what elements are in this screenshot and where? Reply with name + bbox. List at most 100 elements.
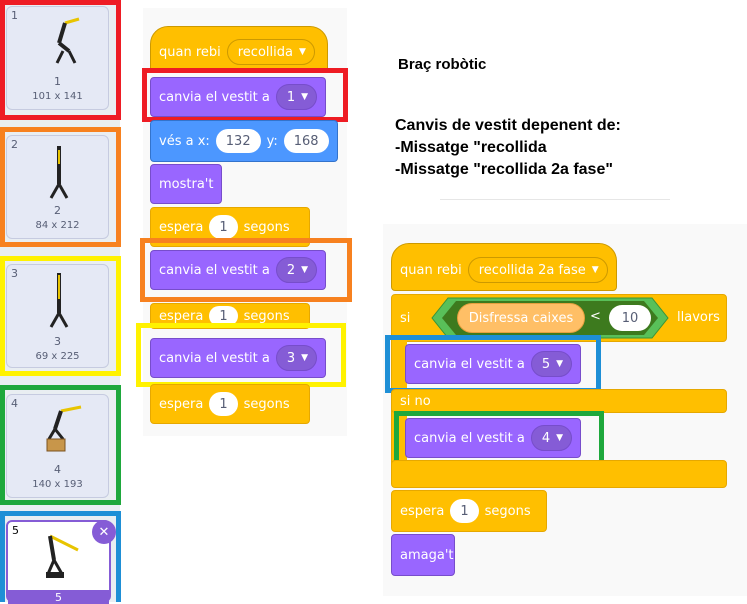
notes-line: -Missatge "recollida 2a fase": [395, 161, 613, 178]
notes-line: Canvis de vestit depenent de:: [395, 117, 621, 134]
costume-value: 2: [286, 262, 296, 278]
dropdown-arrow-icon: ▼: [298, 47, 306, 57]
divider: [440, 199, 670, 200]
switch-costume-block[interactable]: canvia el vestit a 1▼: [150, 77, 326, 117]
block-label: espera: [159, 396, 204, 412]
block-label: vés a x:: [159, 133, 210, 149]
then-label: llavors: [677, 310, 720, 325]
costume-number: 3: [11, 267, 18, 280]
costume-name: 5: [55, 591, 62, 604]
block-label: mostra't: [159, 176, 214, 192]
costume-name: 1: [54, 75, 61, 88]
if-else-end: [391, 460, 727, 488]
operator-symbol: <: [590, 309, 601, 324]
when-i-receive-hat-block[interactable]: quan rebi recollida 2a fase ▼: [391, 243, 617, 291]
sensor-label: Disfressa caixes: [468, 310, 574, 326]
block-label: espera: [159, 308, 204, 324]
dropdown-arrow-icon: ▼: [301, 92, 309, 102]
switch-costume-block[interactable]: canvia el vestit a 5▼: [405, 344, 581, 384]
costume-dropdown[interactable]: 5▼: [530, 351, 573, 377]
highlight-yellow-costume: [0, 256, 121, 376]
block-label: canvia el vestit a: [159, 350, 270, 366]
wait-input[interactable]: 1: [209, 392, 238, 416]
show-block[interactable]: mostra't: [150, 164, 222, 204]
wait-block[interactable]: espera 1 segons: [150, 384, 310, 424]
costume-item-2[interactable]: 2 2 84 x 212: [6, 135, 109, 239]
notes-title: Braç robòtic: [398, 56, 487, 73]
robot-arm-costume-thumbnail: [46, 534, 79, 578]
costume-dropdown[interactable]: 1▼: [275, 84, 318, 110]
highlight-green-costume: [0, 385, 121, 505]
trash-icon[interactable]: ✕: [92, 520, 116, 544]
costume-value: 4: [541, 430, 551, 446]
highlight-orange-costume: [0, 127, 121, 247]
dropdown-arrow-icon: ▼: [556, 433, 564, 443]
highlight-blue-costume: [0, 511, 121, 602]
message-dropdown[interactable]: recollida ▼: [226, 39, 315, 65]
message-dropdown[interactable]: recollida 2a fase ▼: [467, 257, 608, 283]
block-label: si: [400, 310, 411, 326]
block-label: canvia el vestit a: [159, 262, 270, 278]
costume-value: 5: [541, 356, 551, 372]
dropdown-arrow-icon: ▼: [301, 265, 309, 275]
robot-arm-costume-thumbnail: [49, 273, 69, 328]
switch-costume-block[interactable]: canvia el vestit a 4▼: [405, 418, 581, 458]
highlight-red-costume: [0, 0, 121, 120]
x-input[interactable]: 132: [215, 129, 261, 153]
costume-size: 101 x 141: [32, 91, 83, 102]
block-label: quan rebi: [159, 44, 221, 60]
dropdown-arrow-icon: ▼: [301, 353, 309, 363]
block-label: segons: [243, 396, 290, 412]
switch-costume-block[interactable]: canvia el vestit a 3▼: [150, 338, 326, 378]
y-input[interactable]: 168: [283, 129, 329, 153]
costume-name: 2: [54, 204, 61, 217]
highlight-red-block: [142, 68, 348, 122]
robot-arm-costume-thumbnail: [49, 146, 69, 199]
go-to-xy-block[interactable]: vés a x: 132 y: 168: [150, 120, 338, 162]
sensor-reporter[interactable]: Disfressa caixes: [457, 303, 585, 333]
else-section: si no: [391, 389, 727, 413]
costume-dropdown[interactable]: 3▼: [275, 345, 318, 371]
message-value: recollida 2a fase: [478, 262, 586, 278]
message-value: recollida: [237, 44, 293, 60]
block-label: canvia el vestit a: [414, 430, 525, 446]
block-label: espera: [159, 219, 204, 235]
dropdown-arrow-icon: ▼: [591, 265, 599, 275]
block-label: canvia el vestit a: [414, 356, 525, 372]
block-label: canvia el vestit a: [159, 89, 270, 105]
highlight-orange-block: [140, 238, 352, 302]
block-label: segons: [484, 503, 531, 519]
costume-size: 69 x 225: [35, 351, 80, 362]
costume-name-bar: [8, 590, 109, 604]
wait-input[interactable]: 1: [209, 215, 238, 239]
costume-item-3[interactable]: 3 3 69 x 225: [6, 264, 109, 368]
compare-input[interactable]: 10: [609, 305, 651, 331]
when-i-receive-hat-block[interactable]: quan rebi recollida ▼: [150, 26, 328, 72]
robot-arm-costume-thumbnail: [46, 405, 82, 452]
costume-name: 3: [54, 335, 61, 348]
block-label: quan rebi: [400, 262, 462, 278]
wait-input[interactable]: 1: [209, 306, 238, 326]
block-label: si no: [400, 393, 431, 409]
block-label: segons: [243, 219, 290, 235]
costume-size: 140 x 193: [32, 479, 83, 490]
hide-block[interactable]: amaga't: [391, 534, 455, 576]
costume-number: 2: [11, 138, 18, 151]
costume-number: 5: [12, 524, 19, 537]
block-label: amaga't: [400, 547, 454, 563]
wait-block[interactable]: espera 1 segons: [391, 490, 547, 532]
block-label: y:: [266, 133, 278, 149]
highlight-yellow-block: [136, 323, 346, 387]
wait-input[interactable]: 1: [450, 499, 479, 523]
robot-arm-costume-thumbnail: [55, 17, 80, 64]
costume-size: 84 x 212: [35, 220, 80, 231]
switch-costume-block[interactable]: canvia el vestit a 2▼: [150, 250, 326, 290]
costume-number: 1: [11, 9, 18, 22]
costume-item-4[interactable]: 4 4 140 x 193: [6, 394, 109, 498]
costume-item-1[interactable]: 1 1 101 x 141: [6, 6, 109, 110]
costume-value: 3: [286, 350, 296, 366]
costume-number: 4: [11, 397, 18, 410]
costume-dropdown[interactable]: 2▼: [275, 257, 318, 283]
block-label: espera: [400, 503, 445, 519]
costume-dropdown[interactable]: 4▼: [530, 425, 573, 451]
